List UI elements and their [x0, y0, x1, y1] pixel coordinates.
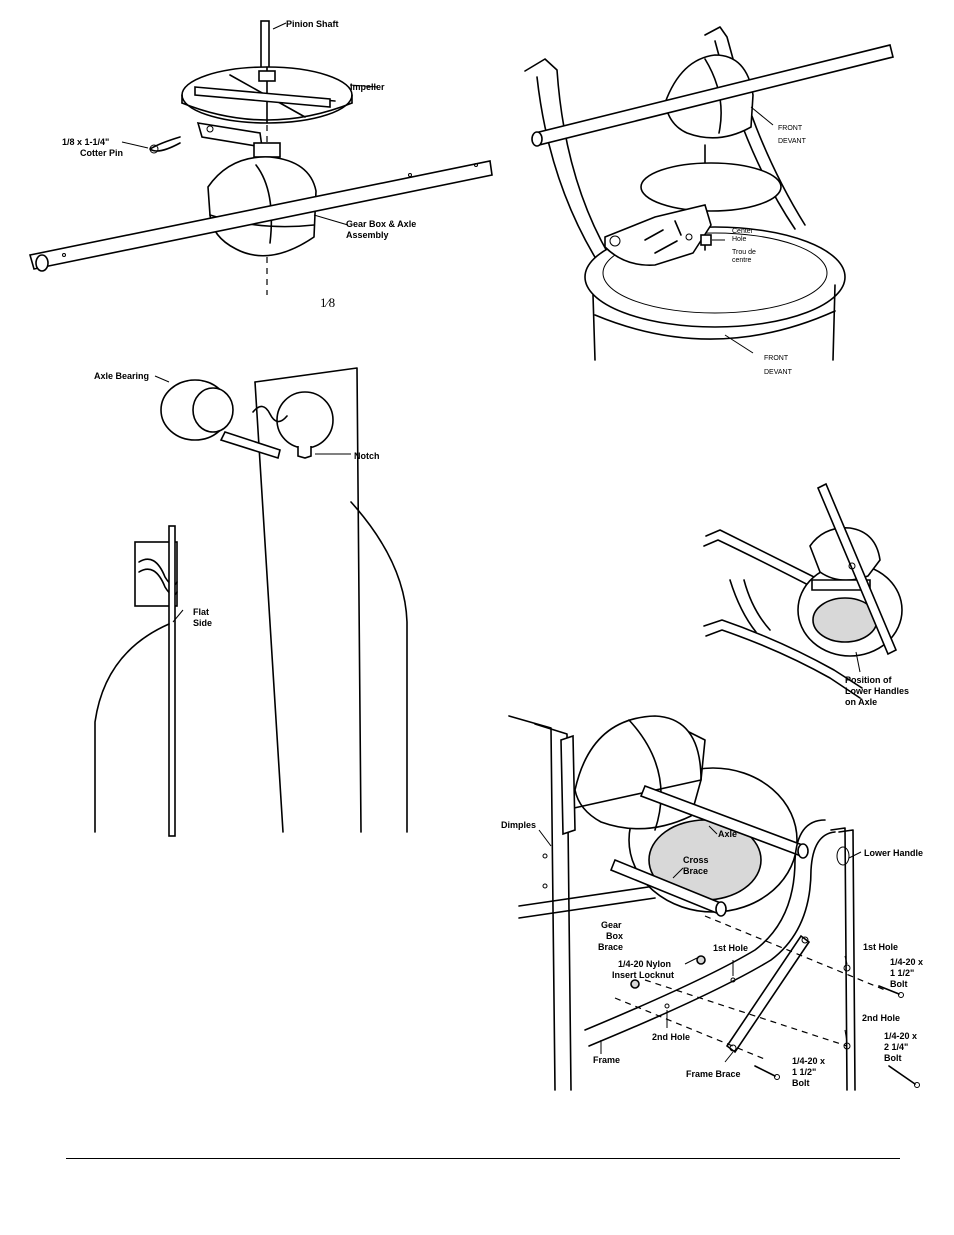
lower-handles-position-illustration: [703, 482, 903, 699]
label-cotter-pin-size: 1/8 x 1-1/4": [62, 137, 110, 147]
label-gear-box-brace-3: Brace: [598, 942, 624, 952]
label-first-hole-right: 1st Hole: [863, 942, 899, 952]
frame-brace-assembly-illustration: [508, 715, 920, 1091]
label-lower-handle: Lower Handle: [864, 848, 924, 858]
label-frame-brace: Frame Brace: [686, 1069, 741, 1079]
label-trou-de-centre: Trou de: [732, 249, 756, 256]
label-gear-box-assembly: Assembly: [346, 230, 389, 240]
label-cross-brace-1: Cross: [683, 855, 709, 865]
label-position-lower-handles-1: Position of: [845, 675, 892, 685]
label-bolt-a-1: 1/4-20 x: [890, 957, 924, 967]
label-devant-lower: DEVANT: [764, 369, 792, 376]
label-bolt-b-1: 1/4-20 x: [884, 1031, 918, 1041]
label-second-hole-left: 2nd Hole: [652, 1032, 691, 1042]
label-position-lower-handles-3: on Axle: [845, 697, 878, 707]
label-cotter-pin: Cotter Pin: [80, 148, 124, 158]
label-pinion-shaft: Pinion Shaft: [286, 19, 339, 29]
label-trou-de-centre-2: centre: [732, 257, 752, 264]
label-center-hole: Center: [732, 228, 754, 235]
label-gear-box-axle: Gear Box & Axle: [346, 219, 417, 229]
label-first-hole-left: 1st Hole: [713, 943, 749, 953]
label-gear-box-brace-1: Gear: [601, 920, 622, 930]
label-bolt-a-2: 1 1/2": [890, 968, 915, 978]
label-impeller: Impeller: [350, 82, 385, 92]
label-front-upper: FRONT: [778, 125, 803, 132]
label-gear-box-brace-2: Box: [606, 931, 624, 941]
stray-fraction-mark: 1⁄8: [320, 295, 336, 310]
label-center-hole-2: Hole: [732, 236, 747, 243]
label-flat-side-2: Side: [193, 618, 213, 628]
label-locknut-1: 1/4-20 Nylon: [618, 959, 672, 969]
label-cross-brace-2: Brace: [683, 866, 709, 876]
label-bolt-c-2: 1 1/2": [792, 1067, 817, 1077]
label-bolt-c-3: Bolt: [792, 1078, 810, 1088]
label-bolt-b-2: 2 1/4": [884, 1042, 909, 1052]
label-bolt-b-3: Bolt: [884, 1053, 902, 1063]
label-frame: Frame: [593, 1055, 621, 1065]
label-position-lower-handles-2: Lower Handles: [845, 686, 910, 696]
hopper-top-illustration: [524, 26, 894, 361]
impeller-gearbox-illustration: [28, 20, 493, 295]
label-axle: Axle: [718, 829, 738, 839]
label-second-hole-right: 2nd Hole: [862, 1013, 901, 1023]
label-bolt-a-3: Bolt: [890, 979, 908, 989]
label-axle-bearing: Axle Bearing: [94, 371, 150, 381]
label-notch: Notch: [354, 451, 380, 461]
label-bolt-c-1: 1/4-20 x: [792, 1056, 826, 1066]
label-front-lower: FRONT: [764, 355, 789, 362]
footer-rule: [66, 1158, 900, 1159]
label-dimples: Dimples: [501, 820, 537, 830]
label-devant-upper: DEVANT: [778, 138, 806, 145]
label-flat-side-1: Flat: [193, 607, 210, 617]
axle-bearing-illustration: [94, 367, 408, 837]
label-locknut-2: Insert Locknut: [612, 970, 675, 980]
